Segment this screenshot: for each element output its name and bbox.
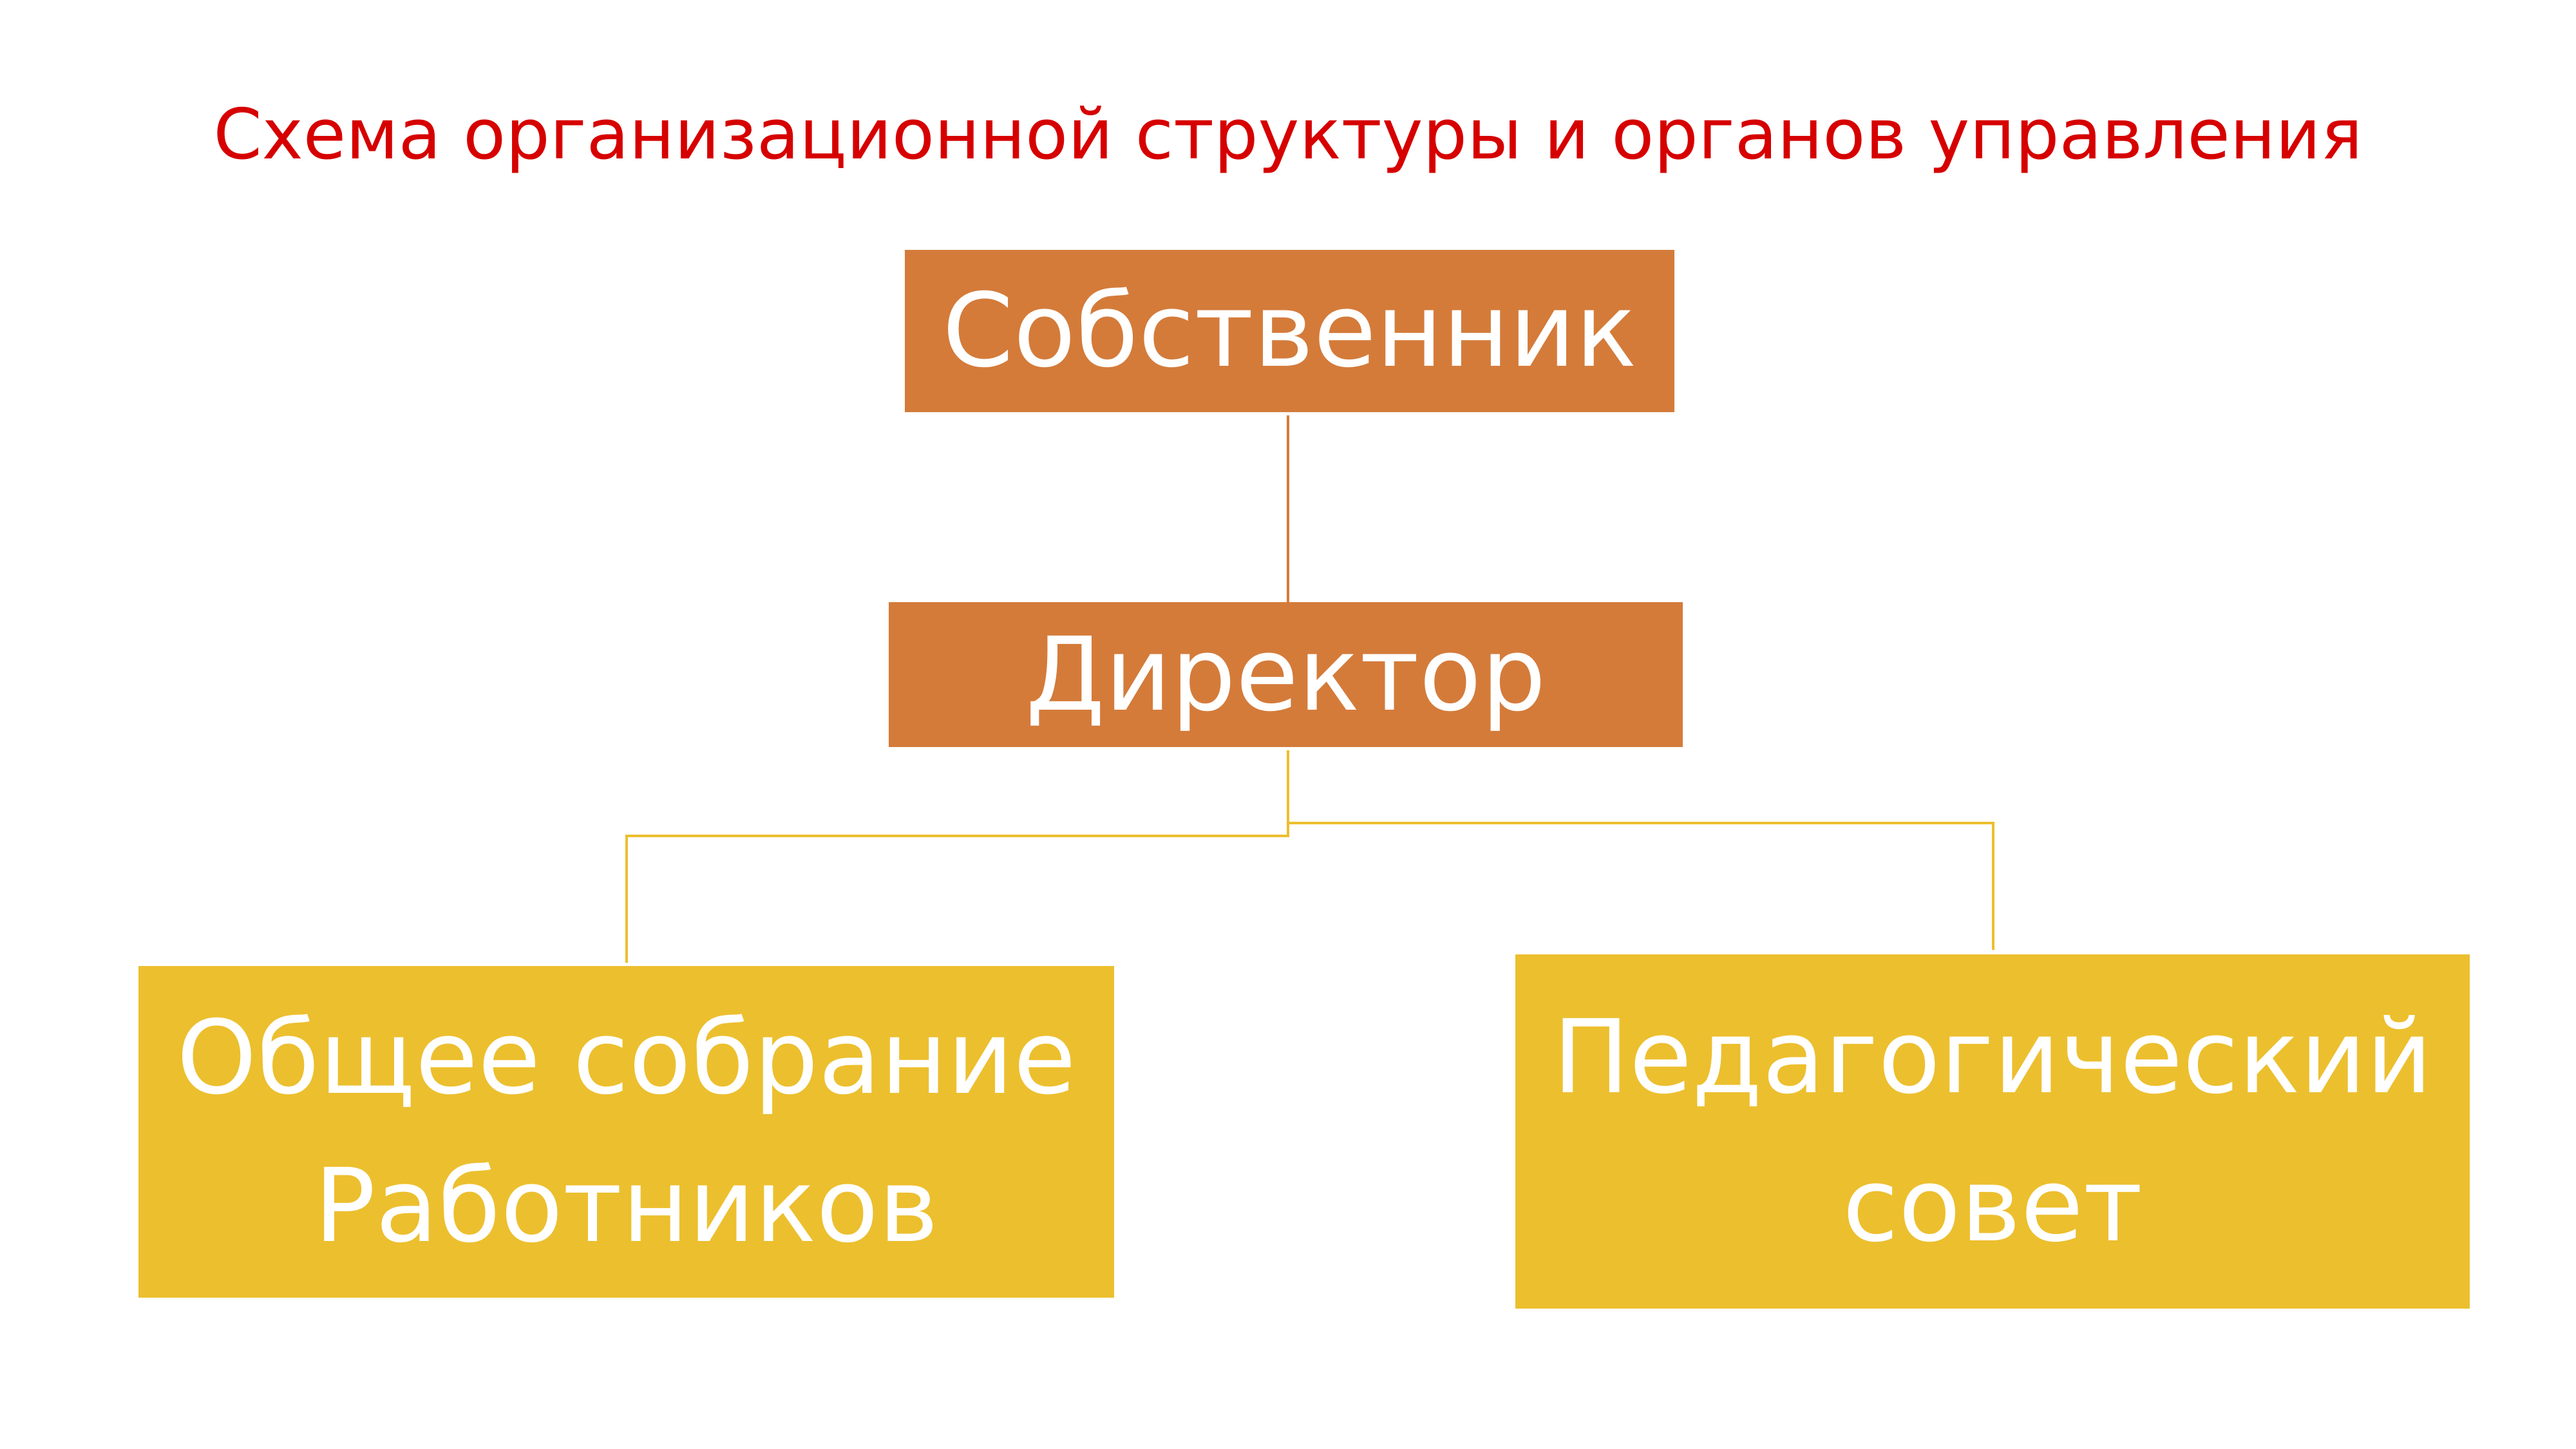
node-owner-label: Собственник xyxy=(942,272,1637,390)
node-pedagogical-council-label-line1: Педагогический xyxy=(1553,998,2432,1117)
edge-director-to-general-meeting xyxy=(625,750,1289,963)
node-director-label: Директор xyxy=(1025,615,1546,734)
node-pedagogical-council: Педагогический совет xyxy=(1515,954,2470,1309)
node-general-meeting: Общее собрание Работников xyxy=(138,966,1114,1298)
edge-director-to-pedagogical-council xyxy=(1287,750,1994,950)
node-general-meeting-label-line2: Работников xyxy=(314,1146,939,1265)
node-pedagogical-council-label-line2: совет xyxy=(1842,1146,2143,1265)
node-owner: Собственник xyxy=(905,250,1674,412)
node-director: Директор xyxy=(889,602,1683,747)
diagram-title: Схема организационной структуры и органо… xyxy=(213,95,2363,175)
node-general-meeting-label-line1: Общее собрание xyxy=(176,998,1076,1117)
